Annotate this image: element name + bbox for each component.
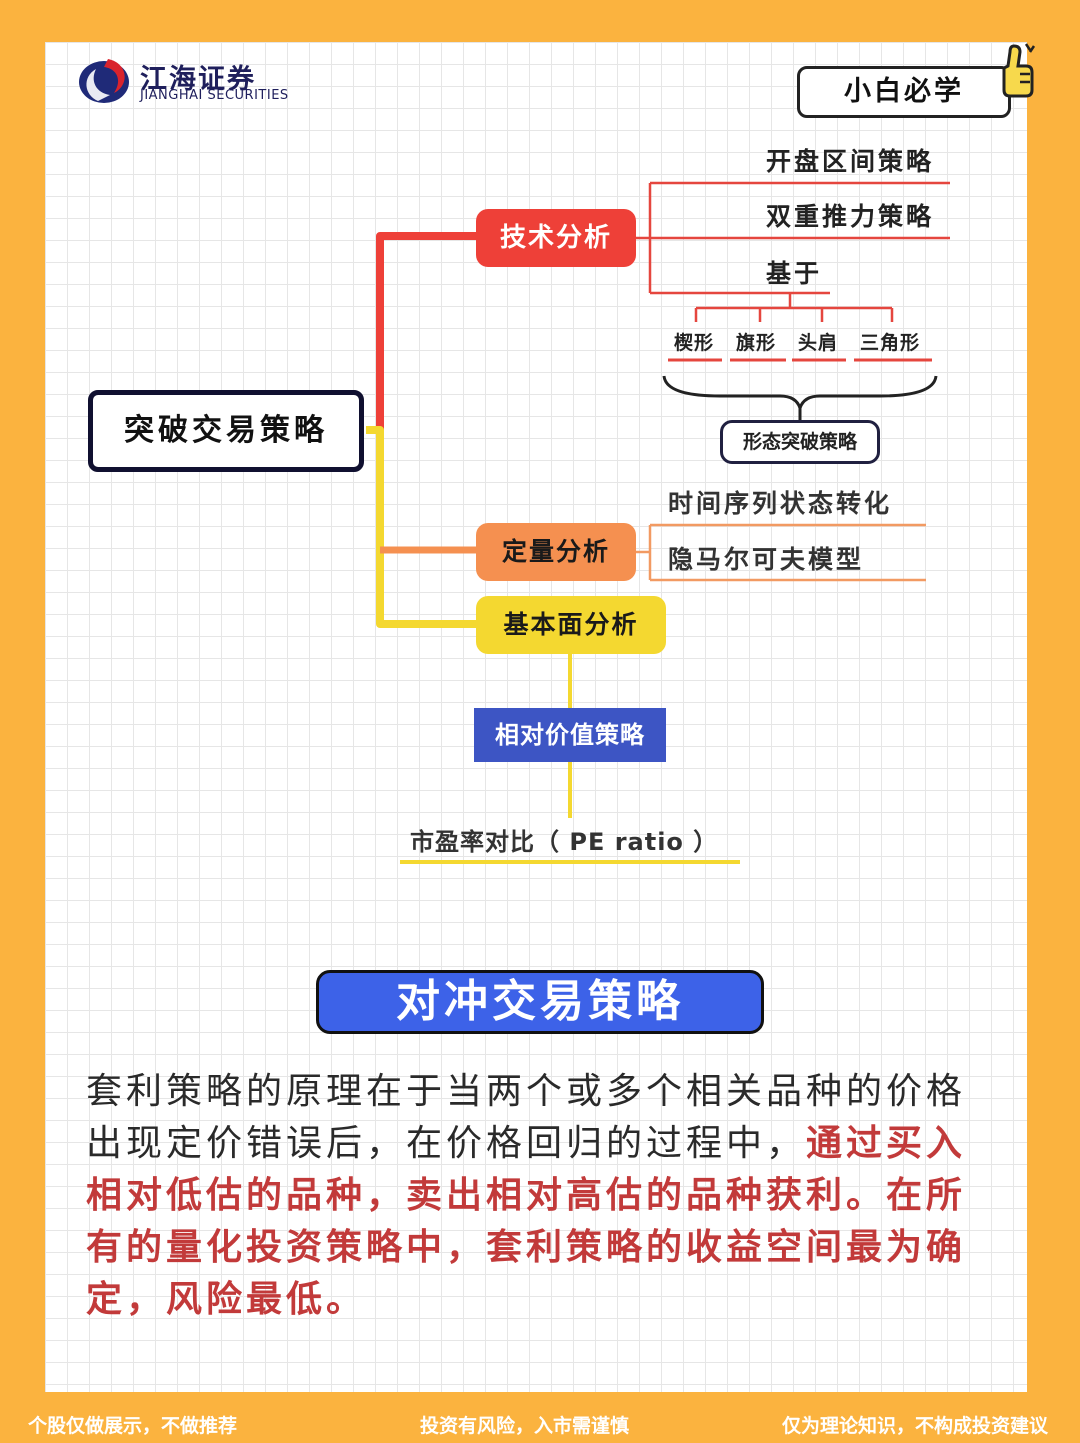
quantitative-analysis-node: 定量分析: [476, 523, 636, 581]
section-title: 对冲交易策略: [316, 970, 764, 1034]
fundamental-analysis-node: 基本面分析: [476, 596, 666, 654]
footer-disclaimer-right: 仅为理论知识，不构成投资建议: [782, 1415, 1049, 1437]
quant-item-regime-switching: 时间序列状态转化: [668, 489, 893, 518]
technical-analysis-node: 技术分析: [476, 209, 636, 267]
logo-name-cn: 江海证券: [140, 64, 256, 95]
pe-ratio-leaf: 市盈率对比（ PE ratio ）: [410, 828, 719, 856]
logo-mark-icon: [79, 59, 129, 103]
tech-item-dual-thrust: 双重推力策略: [766, 202, 935, 231]
tech-item-opening-range: 开盘区间策略: [766, 147, 935, 176]
pattern-head-shoulders: 头肩: [798, 332, 839, 354]
footer-disclaimer-left: 个股仅做展示，不做推荐: [28, 1415, 238, 1437]
quant-item-hmm: 隐马尔可夫模型: [668, 545, 865, 574]
logo-name-en: JIANGHAI SECURITIES: [140, 88, 289, 103]
jianghai-logo: 江海证券 JIANGHAI SECURITIES: [78, 55, 318, 107]
connector-root-fundamental: [366, 426, 476, 628]
thumbs-up-icon: [1002, 43, 1036, 98]
pattern-flag: 旗形: [736, 332, 777, 354]
pattern-triangle: 三角形: [860, 332, 921, 354]
root-node: 突破交易策略: [88, 390, 364, 472]
pattern-breakout-node: 形态突破策略: [720, 420, 880, 464]
pattern-branches: [694, 293, 894, 322]
quant-branches: [636, 523, 926, 582]
relative-value-node: 相对价值策略: [474, 708, 666, 762]
tech-item-based-on: 基于: [766, 259, 823, 288]
paragraph-plain-text: 套利策略的原理在于当两个或多个相关品种的价格出现定价错误后，在价格回归的过程中，: [86, 1071, 967, 1164]
pattern-wedge: 楔形: [674, 332, 715, 354]
pattern-brace: [662, 375, 938, 413]
section-paragraph: 套利策略的原理在于当两个或多个相关品种的价格出现定价错误后，在价格回归的过程中，…: [86, 1066, 998, 1326]
paragraph-highlight-text: 通过买入相对低估的品种，卖出相对高估的品种获利。在所有的量化投资策略中，套利策略…: [86, 1123, 967, 1320]
footer-disclaimer-center: 投资有风险，入市需谨慎: [420, 1415, 630, 1437]
connector-root-technical: [372, 232, 476, 434]
technical-branches: [636, 181, 950, 295]
